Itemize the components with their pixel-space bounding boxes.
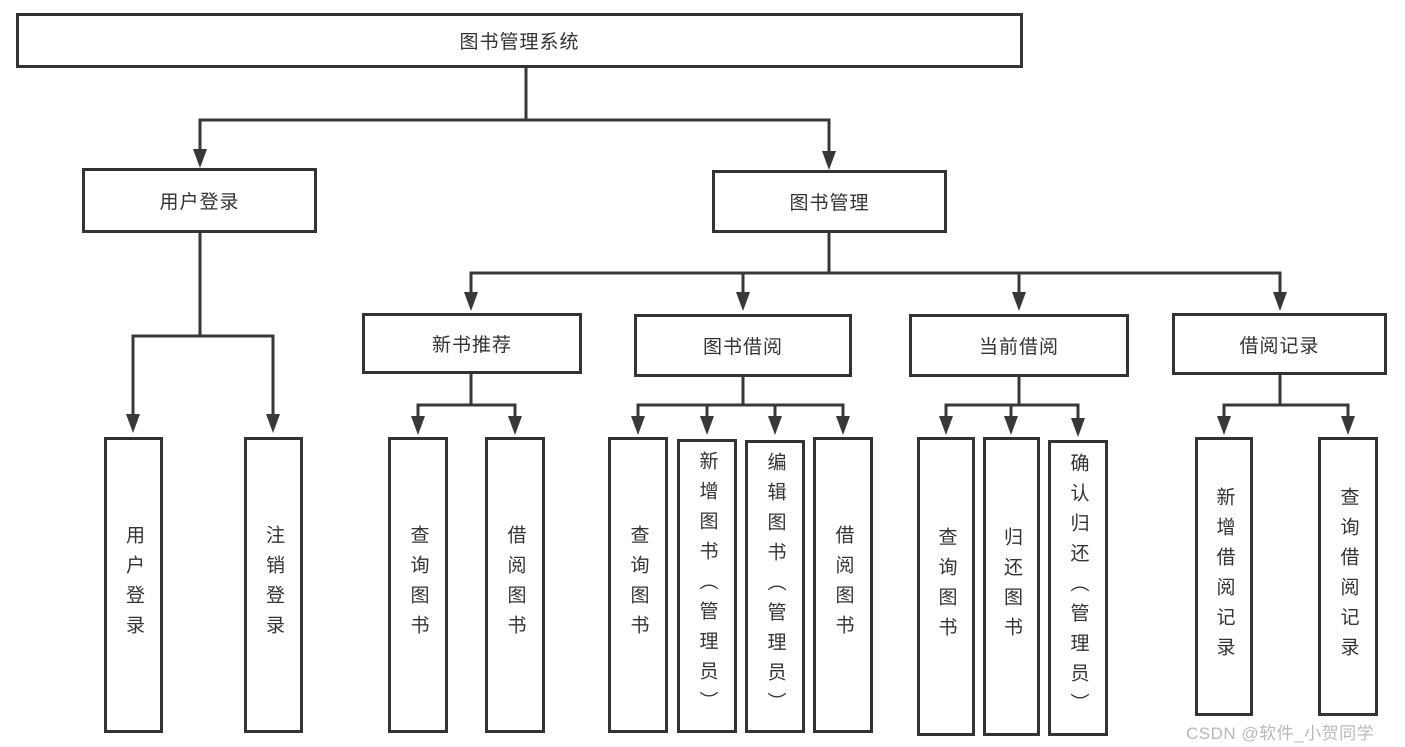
connector-book-management-branch: [464, 233, 1287, 311]
node-label: 新书推荐: [431, 335, 512, 356]
node-label: 当前借阅: [978, 337, 1059, 358]
watermark-csdn: CSDN @软件_小贺同学: [1186, 724, 1375, 743]
node-label: 注销登录: [263, 525, 284, 645]
node-book-borrowing: 图书借阅: [634, 314, 852, 377]
node-label: 图书管理: [789, 193, 870, 214]
leaf-confirm-return-admin: 确认归还（管理员）: [1048, 440, 1108, 736]
node-label: 查询图书: [935, 526, 957, 647]
node-label: 查询借阅记录: [1337, 486, 1359, 667]
leaf-add-borrow-record: 新增借阅记录: [1195, 437, 1253, 716]
connector-user-login-branch: [126, 233, 280, 433]
node-label: 用户登录: [159, 192, 240, 213]
node-label: 新增借阅记录: [1213, 486, 1235, 667]
node-label: 查询图书: [407, 525, 429, 645]
node-user-login: 用户登录: [82, 168, 317, 233]
connector-book-borrowing-branch: [631, 377, 850, 435]
leaf-query-borrow-record: 查询借阅记录: [1318, 437, 1378, 716]
leaf-query-books-recommend: 查询图书: [388, 437, 448, 733]
node-label: 查询图书: [627, 525, 649, 645]
leaf-borrow-books-recommend: 借阅图书: [485, 437, 545, 733]
node-label: 编辑图书（管理员）: [764, 451, 786, 722]
leaf-query-books-borrowing: 查询图书: [608, 437, 668, 733]
connector-current-borrowing-branch: [939, 377, 1085, 437]
connector-new-book-branch: [411, 374, 522, 435]
leaf-logout: 注销登录: [244, 437, 303, 733]
node-label: 用户登录: [123, 525, 144, 645]
node-label: 图书管理系统: [459, 32, 580, 53]
node-label: 新增图书（管理员）: [696, 451, 718, 721]
node-borrowing-records: 借阅记录: [1172, 313, 1387, 375]
leaf-add-books-admin: 新增图书（管理员）: [677, 439, 737, 733]
node-label: 借阅图书: [832, 525, 854, 645]
node-label: 借阅记录: [1239, 335, 1320, 357]
node-library-system: 图书管理系统: [16, 13, 1023, 68]
leaf-user-login: 用户登录: [104, 437, 163, 733]
leaf-return-books: 归还图书: [983, 437, 1040, 736]
connector-borrow-records-branch: [1217, 375, 1355, 435]
node-label: 归还图书: [1001, 526, 1022, 647]
node-label: 确认归还（管理员）: [1067, 453, 1089, 723]
node-current-borrowing: 当前借阅: [909, 314, 1129, 377]
node-new-book-recommendation: 新书推荐: [362, 313, 582, 374]
node-label: 借阅图书: [504, 525, 526, 645]
leaf-edit-books-admin: 编辑图书（管理员）: [745, 440, 805, 733]
leaf-query-books-current: 查询图书: [917, 437, 975, 736]
node-label: 图书借阅: [702, 337, 783, 358]
node-book-management: 图书管理: [712, 170, 947, 233]
leaf-borrow-books-borrowing: 借阅图书: [813, 437, 873, 733]
connector-root-branch: [193, 68, 836, 170]
